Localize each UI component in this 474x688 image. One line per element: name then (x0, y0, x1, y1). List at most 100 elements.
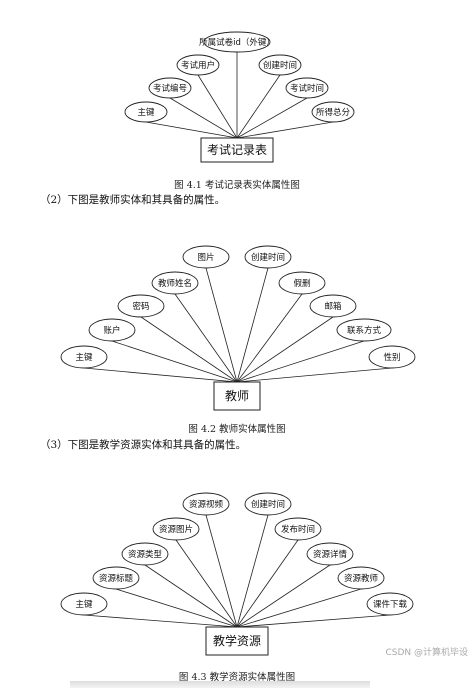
attribute-ellipse (258, 54, 302, 76)
connector-line (236, 367, 393, 383)
connector-line (236, 614, 391, 628)
connector-line (205, 267, 238, 383)
attribute-ellipse (182, 492, 230, 516)
cut-off-text-line (70, 681, 370, 688)
attribute-label: 邮箱 (324, 301, 342, 312)
attribute-ellipse (368, 345, 416, 369)
attribute-label: 考试用户 (181, 60, 215, 71)
attribute-label: 性别 (383, 352, 400, 363)
connector-line (83, 367, 238, 383)
attribute-label: 课件下载 (373, 599, 408, 610)
connector-line (197, 74, 238, 139)
entity-box (213, 381, 261, 411)
figure-caption-1: 图 4.1 考试记录表实体属性图 (174, 180, 300, 191)
attribute-ellipse (311, 101, 355, 123)
figure-caption-3: 图 4.3 教学资源实体属性图 (178, 672, 296, 683)
connector-line (145, 121, 238, 139)
connector-line (236, 74, 281, 139)
attribute-ellipse (148, 77, 192, 99)
connector-line (236, 121, 334, 139)
attribute-label: 考试时间 (290, 83, 324, 94)
entity-name: 教学资源 (213, 633, 261, 648)
attribute-ellipse (366, 592, 414, 616)
attribute-label: 资源标题 (99, 573, 134, 584)
paragraph-resource-intro: （3）下图是教学资源实体和其具备的属性。 (40, 439, 247, 451)
connector-line (111, 340, 238, 383)
attribute-ellipse (152, 517, 200, 541)
connector-line (236, 267, 269, 383)
attribute-ellipse (176, 54, 220, 76)
connector-line (236, 340, 365, 383)
connector-line (236, 564, 331, 628)
attribute-ellipse (88, 318, 136, 342)
figure-caption-2: 图 4.2 教师实体属性图 (188, 424, 286, 435)
connector-line (236, 514, 269, 628)
attribute-ellipse (203, 31, 271, 53)
attribute-ellipse (60, 345, 108, 369)
attribute-ellipse (124, 101, 168, 123)
attribute-ellipse (278, 271, 326, 295)
attribute-ellipse (182, 245, 230, 269)
attribute-label: 账户 (103, 325, 120, 336)
attribute-label: 图片 (197, 252, 214, 263)
connector-lines (83, 267, 393, 383)
attribute-label: 资源类型 (128, 549, 163, 560)
attribute-label: 创建时间 (251, 499, 285, 510)
connector-lines (145, 52, 334, 139)
attribute-label: 资源详情 (313, 549, 348, 560)
attribute-label: 考试编号 (153, 83, 187, 94)
attribute-label: 创建时间 (251, 252, 285, 263)
connector-line (236, 97, 308, 139)
attribute-ellipses: 主键资源标题资源类型资源图片资源视频创建时间发布时间资源详情资源教师课件下载 (60, 492, 414, 616)
paragraph-teacher-intro: （2）下图是教师实体和其具备的属性。 (40, 194, 226, 206)
connector-line (174, 293, 238, 383)
attribute-label: 联系方式 (347, 325, 382, 336)
attribute-label: 所属试卷id（外键） (199, 37, 275, 48)
attribute-label: 主键 (75, 599, 93, 610)
connector-line (83, 614, 238, 628)
attribute-label: 主键 (137, 107, 155, 118)
attribute-label: 资源图片 (159, 524, 193, 535)
connector-line (205, 514, 238, 628)
connector-line (115, 588, 238, 628)
connector-lines (83, 514, 391, 628)
attribute-label: 教师姓名 (158, 278, 192, 289)
attribute-ellipse (121, 542, 169, 566)
connector-line (236, 293, 303, 383)
connector-line (236, 588, 362, 628)
attribute-label: 所得总分 (316, 107, 351, 118)
connector-line (236, 539, 299, 628)
attribute-ellipse (274, 517, 322, 541)
attribute-ellipse (117, 294, 165, 318)
attribute-label: 密码 (132, 301, 149, 312)
connector-line (140, 316, 238, 383)
entity-name: 教师 (225, 388, 249, 403)
attribute-ellipse (151, 271, 199, 295)
connector-line (175, 539, 238, 628)
entity-box (200, 137, 274, 163)
attribute-label: 资源视频 (189, 499, 224, 510)
attribute-label: 创建时间 (263, 60, 297, 71)
attribute-ellipse (337, 566, 385, 590)
attribute-ellipse (306, 542, 354, 566)
attribute-ellipse (244, 245, 292, 269)
attribute-ellipse (285, 77, 329, 99)
attribute-label: 主键 (75, 352, 93, 363)
attribute-label: 假删 (293, 278, 310, 289)
attribute-ellipse (336, 318, 392, 342)
entity-box (205, 626, 269, 656)
connector-line (144, 564, 238, 628)
attribute-ellipse (60, 592, 108, 616)
attribute-ellipse (309, 294, 357, 318)
entity-name: 考试记录表 (207, 142, 267, 157)
watermark: CSDN @计算机毕设 (385, 648, 468, 658)
er-diagram-teaching-resource: 主键资源标题资源类型资源图片资源视频创建时间发布时间资源详情资源教师课件下载 教… (60, 492, 414, 656)
attribute-ellipse (92, 566, 140, 590)
attribute-ellipse (244, 492, 292, 516)
attribute-label: 发布时间 (281, 524, 315, 535)
connector-line (169, 97, 238, 139)
